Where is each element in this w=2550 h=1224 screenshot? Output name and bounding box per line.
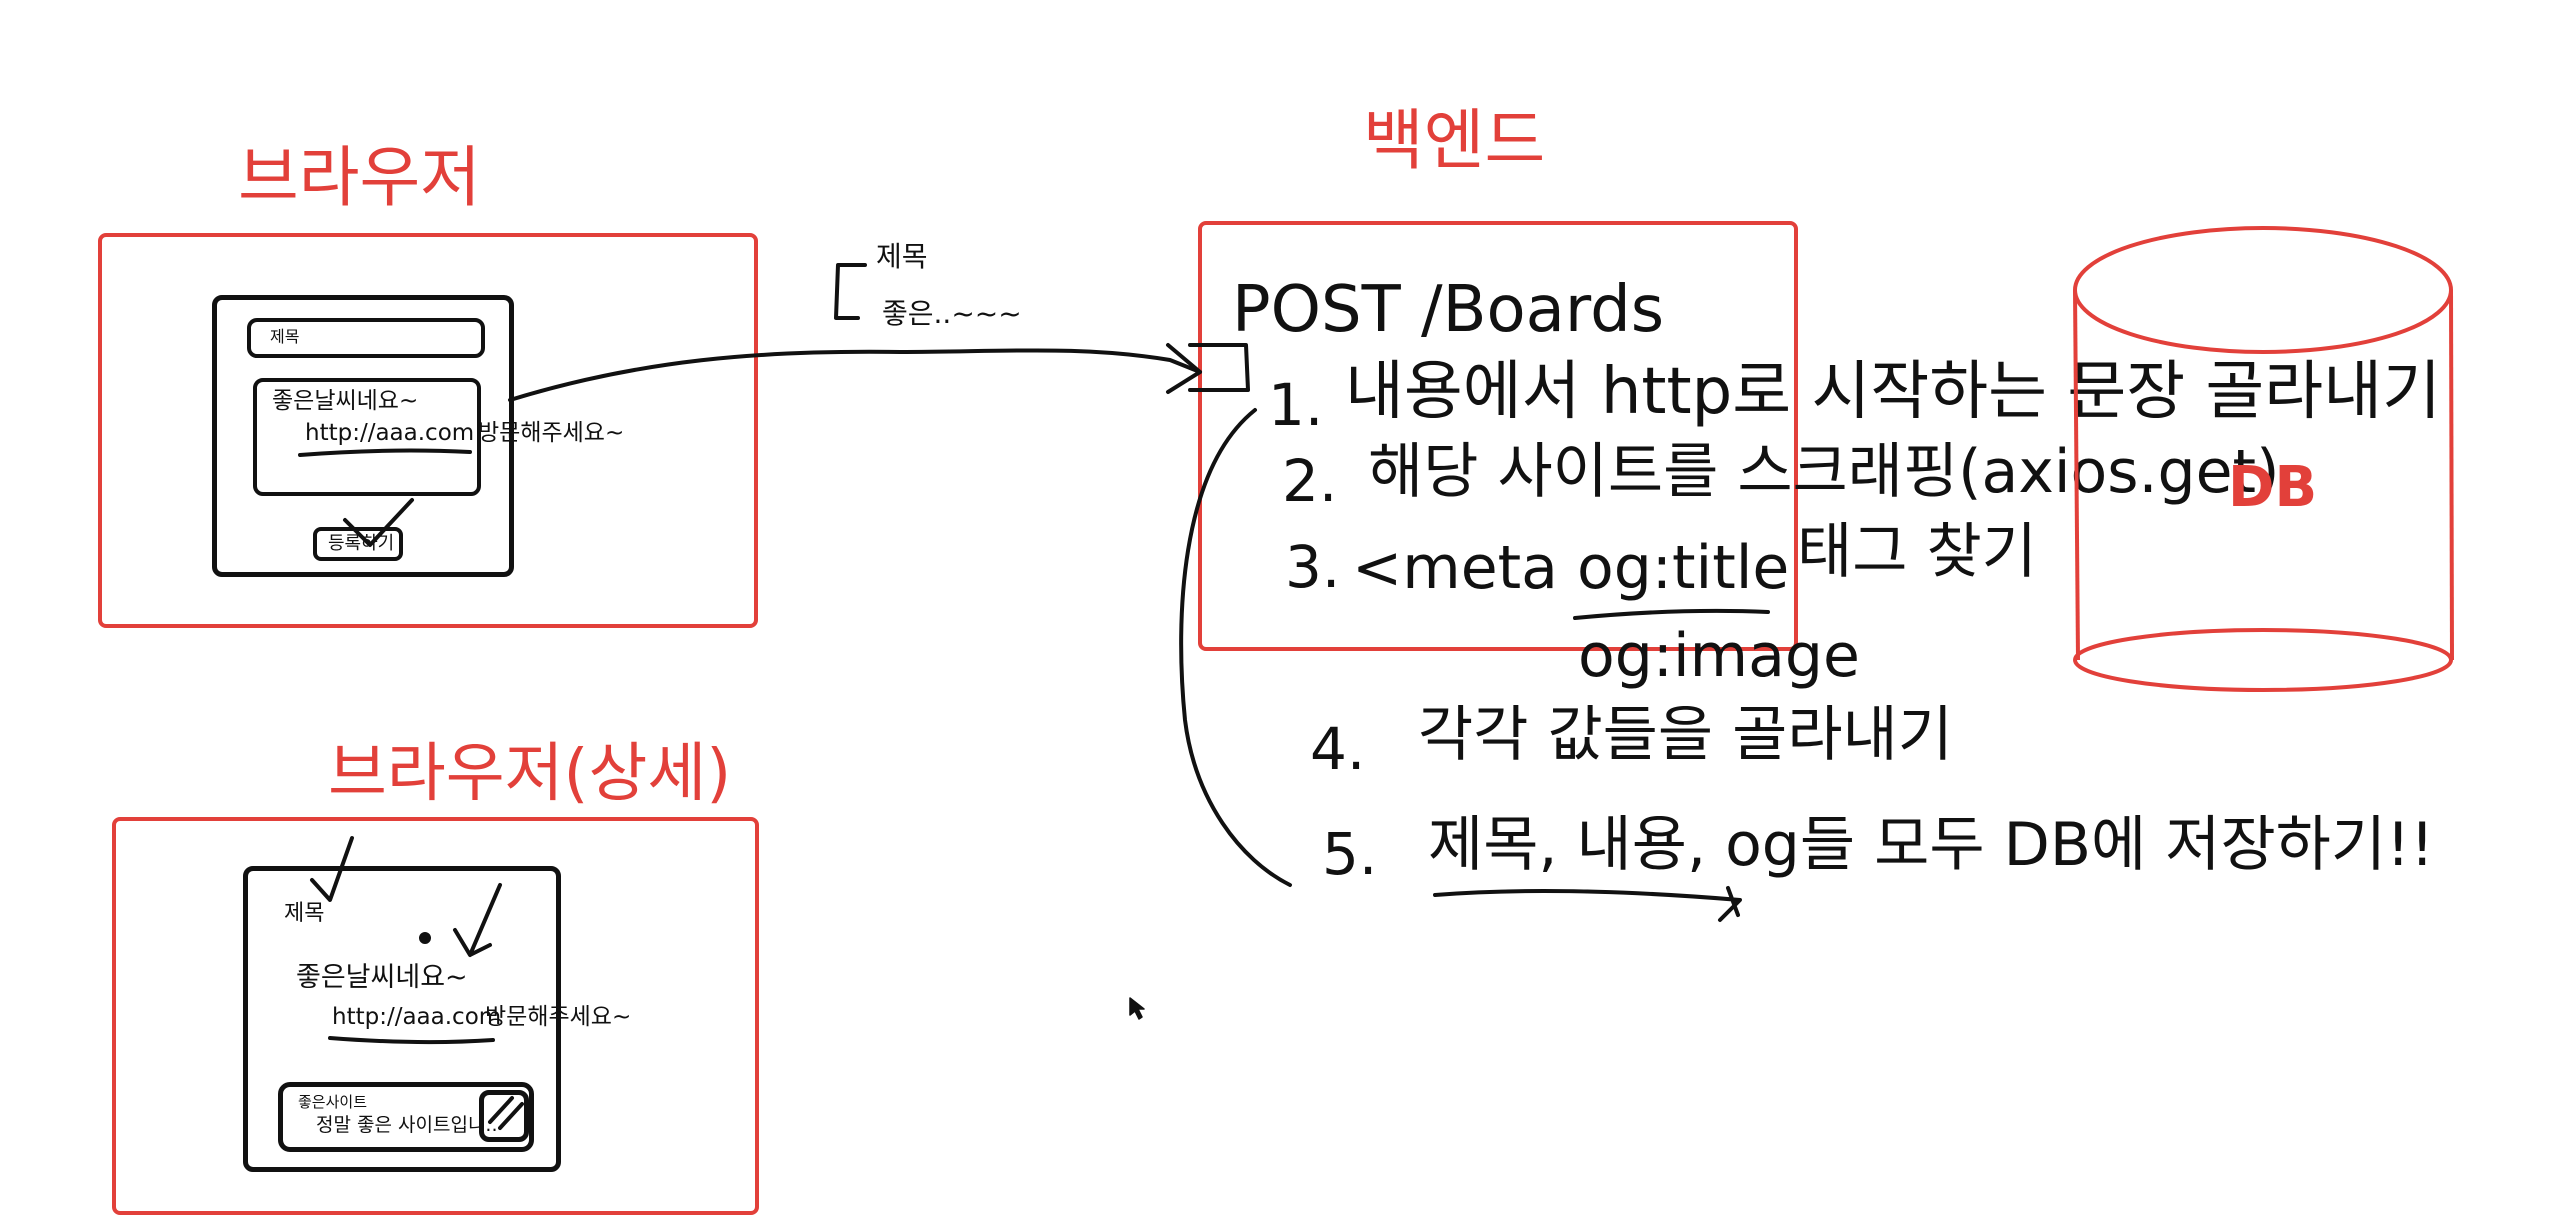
browser-frame [98,233,758,628]
step-1-text: 내용에서 http로 시작하는 문장 골라내기 [1345,355,2441,429]
og-preview-site: 좋은사이트 [298,1093,368,1111]
endpoint-label: POST /Boards [1232,273,1665,347]
step-5-number: 5. [1322,820,1378,888]
detail-content-rest: 방문해주세요~ [485,1004,632,1030]
content-textarea[interactable] [253,378,481,496]
request-arrowhead [1166,343,1202,394]
title-input[interactable] [247,318,485,358]
submit-button-label: 등록하기 [328,533,395,554]
detail-view [243,866,561,1172]
step-5-text: 제목, 내용, og들 모두 DB에 저장하기!! [1428,810,2435,880]
payload-content: 좋은..~~~ [882,297,1022,330]
step-3-suffix: 태그 찾기 [1797,517,2037,587]
og-preview-card[interactable] [278,1082,534,1152]
step-1-number: 1. [1268,371,1324,439]
step-4-text: 각각 값들을 골라내기 [1418,700,1953,770]
detail-title: 제목 [284,901,325,926]
step-2-text: 해당 사이트를 스크래핑(axios.get) [1368,437,2280,507]
og-preview-image-icon [479,1090,529,1142]
step5-underline [1433,886,1742,922]
detail-content-line-1: 좋은날씨네요~ [296,962,468,993]
detail-frame [112,817,759,1215]
detail-content-url: http://aaa.com [332,1004,502,1030]
content-rest: 방문해주세요~ [478,420,625,446]
title-input-label: 제목 [270,327,300,346]
og-preview-desc: 정말 좋은 사이트입니.. [316,1114,498,1136]
backend-heading: 백엔드 [1363,102,1546,179]
step-2-number: 2. [1282,447,1338,515]
step-3-text: <meta og:title [1352,533,1790,603]
payload-title: 제목 [876,240,928,273]
write-form [212,295,514,577]
step-3-number: 3. [1285,533,1341,601]
detail-heading: 브라우저(상세) [328,737,732,811]
content-line-1: 좋은날씨네요~ [272,388,419,414]
browser-heading: 브라우저 [238,139,481,216]
payload-bracket [834,263,867,320]
db-label: DB [2228,455,2318,520]
content-url: http://aaa.com [305,420,475,446]
cursor-icon [1129,997,1145,1020]
step-4-number: 4. [1310,715,1366,783]
step-3-extra: og:image [1578,621,1860,691]
